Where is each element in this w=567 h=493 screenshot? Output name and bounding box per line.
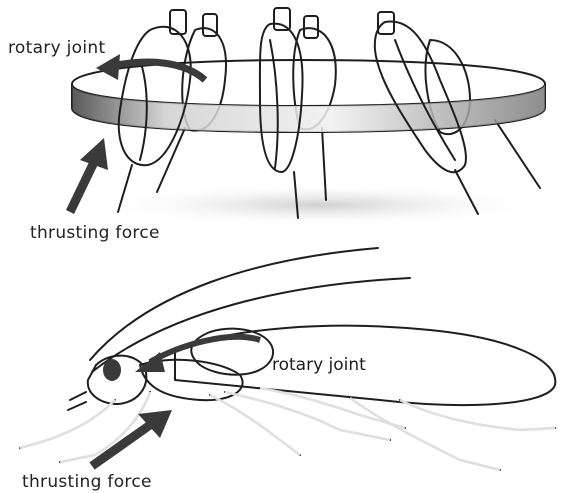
bottom-thrust-label: thrusting force xyxy=(22,472,152,492)
top-rotary-label: rotary joint xyxy=(8,38,105,58)
top-thrust-label: thrusting force xyxy=(30,223,160,243)
cockroach-eye xyxy=(103,359,121,381)
bottom-thrust-arrow xyxy=(92,425,150,466)
bottom-rotary-arrow xyxy=(150,337,260,362)
cockroach: rotary joint thrusting force xyxy=(20,248,555,492)
robot-model: rotary joint thrusting force xyxy=(8,8,550,243)
bottom-rotary-label: rotary joint xyxy=(272,355,366,375)
